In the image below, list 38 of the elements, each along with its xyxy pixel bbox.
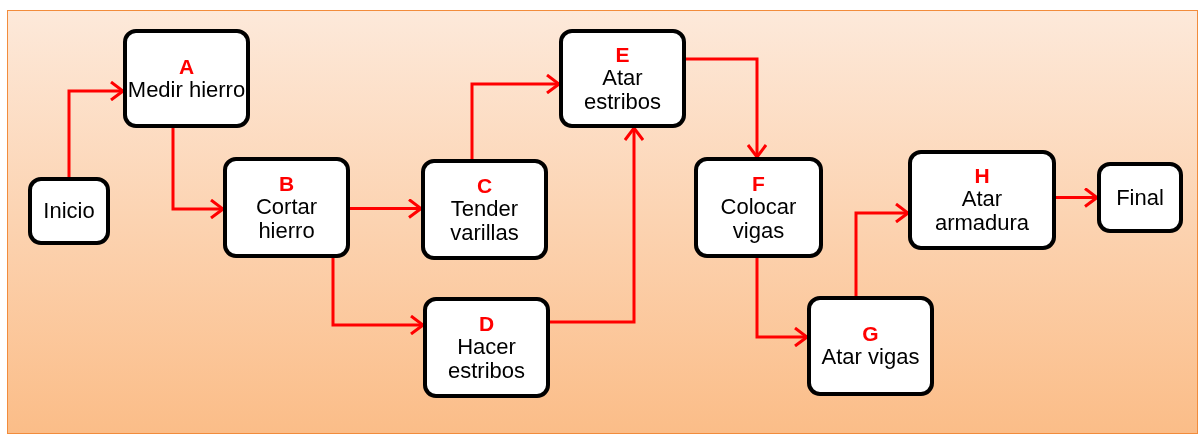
activity-letter: B (278, 172, 295, 195)
activity-label: Inicio (43, 199, 95, 223)
activity-label: Medir hierro (127, 77, 246, 102)
process-box (908, 150, 1056, 250)
arrow (331, 258, 425, 336)
activity-letter: D (478, 312, 495, 335)
arrow (171, 128, 225, 220)
process-box (28, 177, 110, 245)
arrow (67, 80, 125, 177)
activity-letter: H (974, 165, 990, 187)
process-box (559, 29, 686, 128)
activity-letter: F (752, 172, 765, 195)
arrow (550, 126, 645, 324)
arrow (854, 202, 910, 296)
activity-label: Colocar vigas (719, 194, 798, 243)
arrow (350, 198, 423, 219)
process-box (1097, 162, 1183, 233)
process-box (694, 157, 823, 258)
process-box (421, 159, 548, 260)
activity-label: Final (1116, 185, 1164, 210)
arrow (470, 73, 561, 159)
process-box (423, 297, 550, 398)
process-box (223, 157, 350, 258)
activity-label: Atar armadura (933, 187, 1031, 235)
activity-label: Atar vigas (821, 345, 920, 369)
process-box (123, 29, 250, 128)
arrow (755, 258, 809, 348)
activity-letter: C (476, 174, 493, 197)
activity-label: Tender varillas (449, 196, 520, 245)
activity-letter: A (178, 55, 195, 78)
arrow (1056, 187, 1099, 208)
process-box (807, 296, 934, 396)
activity-label: Atar estribos (582, 65, 662, 114)
activity-letter: E (615, 43, 630, 66)
activity-label: Cortar hierro (254, 194, 319, 243)
activity-letter: G (862, 323, 879, 345)
arrow (686, 57, 768, 159)
activity-label: Hacer estribos (446, 334, 526, 383)
